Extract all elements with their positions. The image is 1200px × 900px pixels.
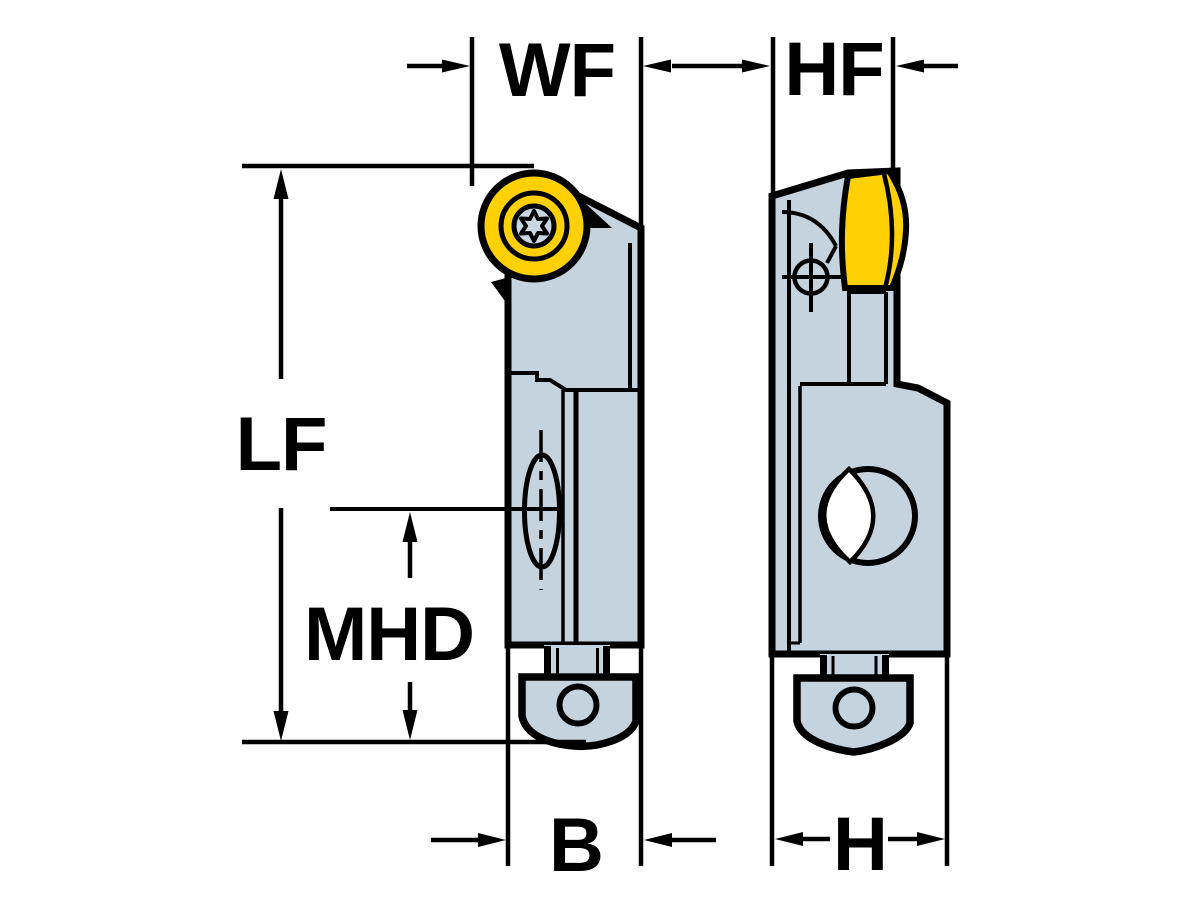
arrowhead bbox=[402, 512, 418, 542]
round-insert bbox=[477, 169, 591, 283]
dimension-mhd: MHD bbox=[304, 512, 475, 740]
arrowhead bbox=[643, 59, 671, 73]
dimension-label-hf: HF bbox=[784, 27, 883, 112]
arrowhead bbox=[273, 169, 289, 199]
pocket-corner-wedge bbox=[585, 203, 612, 228]
arrowhead bbox=[742, 59, 770, 73]
screw-head-hole bbox=[556, 683, 600, 727]
arrowhead bbox=[896, 59, 924, 73]
arrowhead bbox=[402, 710, 418, 740]
side-view bbox=[768, 167, 951, 756]
dimension-label-wf: WF bbox=[499, 28, 615, 113]
dimension-wf: WF bbox=[407, 28, 743, 113]
screw-head-hole-side bbox=[832, 686, 876, 730]
insert-pocket-lines bbox=[800, 290, 888, 386]
torx-screw-icon bbox=[519, 209, 549, 243]
shank-hole-bore bbox=[822, 465, 876, 566]
dimension-label-lf: LF bbox=[236, 402, 327, 487]
insert-side-face bbox=[838, 167, 910, 291]
dimension-b: B bbox=[431, 803, 716, 888]
extension-lines bbox=[242, 37, 950, 866]
clamp-neck-side bbox=[820, 654, 889, 676]
clamp-spring-arc bbox=[781, 210, 838, 264]
dimension-lf: LF bbox=[236, 169, 327, 741]
arrowhead bbox=[917, 832, 945, 846]
clamp-neck bbox=[544, 645, 610, 673]
arrowhead bbox=[478, 833, 506, 847]
dimension-label-mhd: MHD bbox=[304, 592, 474, 677]
insert-ring bbox=[498, 190, 570, 262]
front-view bbox=[477, 169, 645, 751]
dimension-h: H bbox=[775, 802, 945, 887]
center-mark bbox=[782, 243, 841, 312]
pocket-corner-wedge-left bbox=[491, 277, 510, 308]
arrowhead bbox=[273, 711, 289, 741]
arrowhead bbox=[775, 832, 803, 846]
dimensions: WF HF LF MHD bbox=[236, 27, 958, 888]
insert-edge-curve bbox=[881, 173, 895, 289]
dimension-hf: HF bbox=[742, 27, 958, 112]
insert-side bbox=[838, 167, 910, 291]
dimension-label-h: H bbox=[833, 802, 887, 887]
arrowhead bbox=[442, 59, 470, 73]
arrowhead bbox=[644, 833, 672, 847]
dimension-label-b: B bbox=[549, 803, 603, 888]
